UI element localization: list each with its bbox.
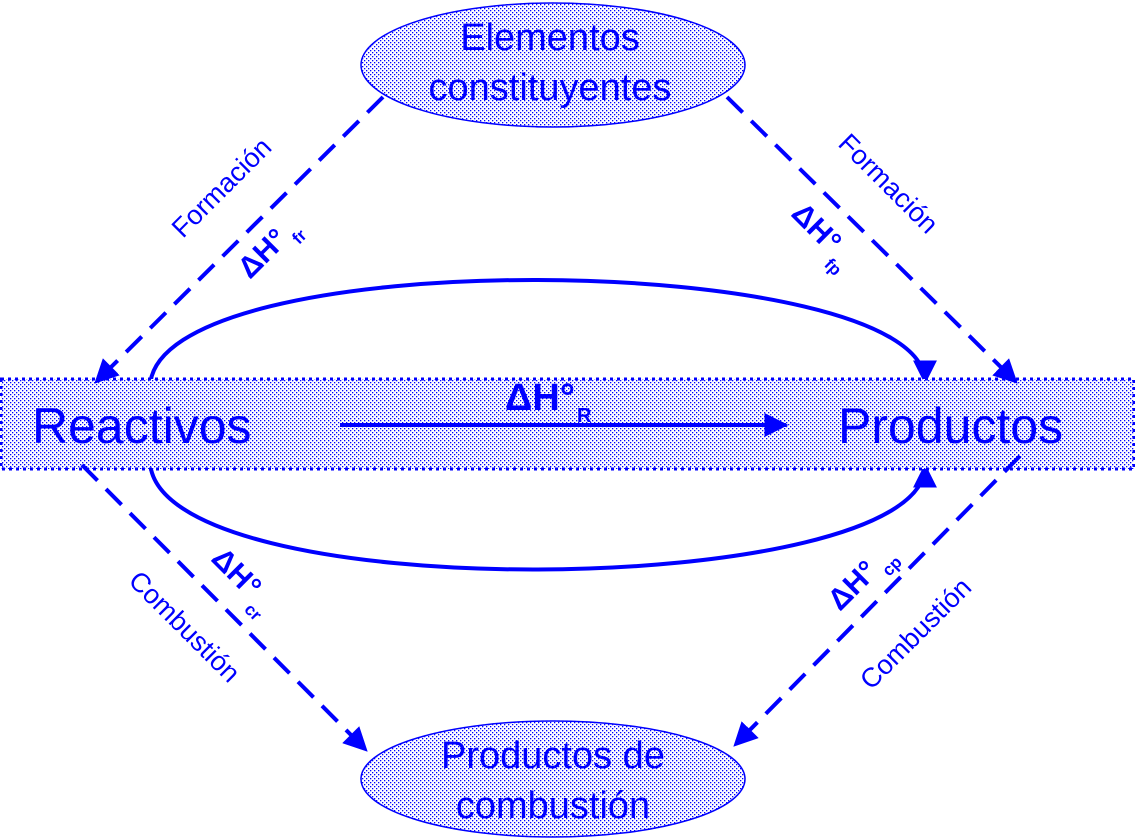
- formation-products-arrow: [725, 95, 1018, 384]
- reaction-enthalpy-label: ΔH°R: [505, 377, 592, 427]
- formation-reactants-arrow: [94, 95, 385, 384]
- combustion-products-node: [360, 720, 746, 838]
- formation-reactants-enthalpy: ΔH°fr: [232, 211, 311, 290]
- bottom-arc-arrow: [148, 459, 937, 572]
- elements-label-line2: constituyentes: [429, 67, 672, 109]
- combustion-reactants-arrow: [80, 463, 368, 752]
- formation-products-enthalpy: ΔH°fp: [779, 197, 862, 280]
- products-label: Productos: [838, 398, 1063, 454]
- elements-label-line1: Elementos: [460, 17, 640, 59]
- combustion-products-arrow: [733, 454, 1022, 747]
- combustion-products-label-line2: combustión: [456, 785, 650, 827]
- reactants-label: Reactivos: [32, 398, 252, 454]
- elements-node: [360, 2, 746, 128]
- combustion-right-label: Combustión: [854, 572, 977, 695]
- formation-left-label: Formación: [166, 132, 277, 243]
- top-arc-arrow: [148, 278, 937, 389]
- formation-right-label: Formación: [833, 128, 944, 239]
- combustion-products-label-line1: Productos de: [441, 735, 665, 777]
- combustion-reactants-enthalpy: ΔH°cr: [199, 542, 282, 625]
- combustion-products-enthalpy: ΔH°cp: [822, 538, 906, 622]
